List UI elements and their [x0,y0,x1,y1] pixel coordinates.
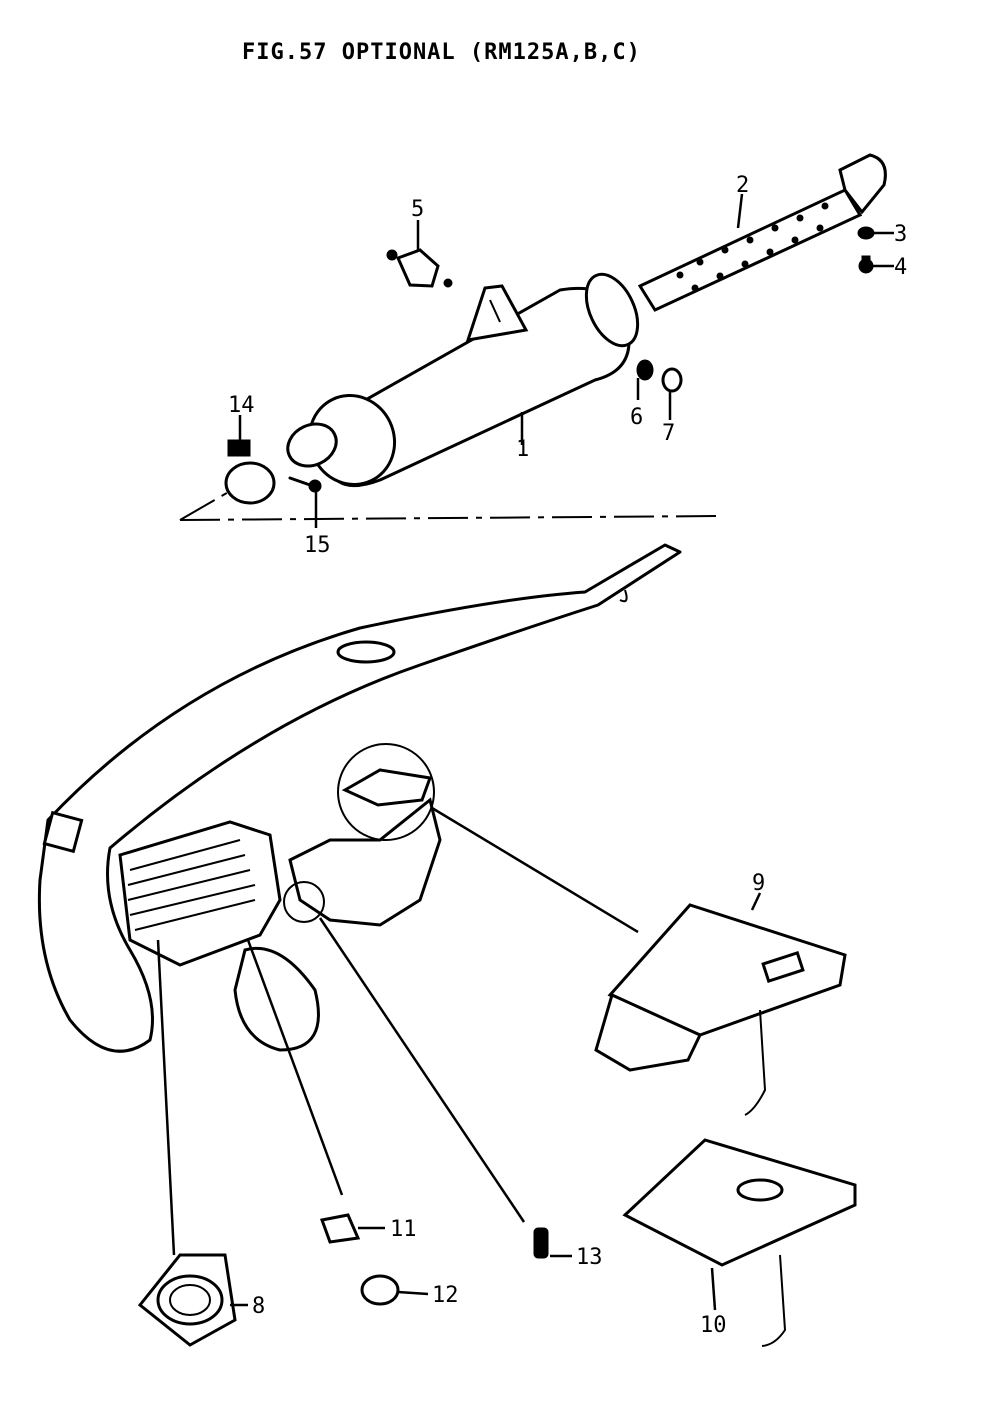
cap-11 [319,1213,361,1244]
damper-5 [386,248,453,288]
plug-12 [360,1274,400,1306]
spark-arrester-pipe [637,153,887,312]
callout-3: 3 [894,222,907,247]
detail-circle-carb [283,881,325,923]
callout-4: 4 [894,255,907,280]
bolt-15 [288,476,322,493]
nut-7 [661,367,683,393]
engine-cylinder [118,797,442,1052]
callout-14: 14 [228,393,255,418]
washer-6 [636,359,654,381]
leader-lines [156,193,894,1311]
callout-8: 8 [252,1294,265,1319]
callout-7: 7 [662,421,675,446]
callout-6: 6 [630,405,643,430]
callout-12: 12 [432,1283,459,1308]
expansion-chamber [37,543,682,1053]
air-filter-cover-9 [594,903,847,1116]
bolt-4 [858,255,874,274]
callout-9: 9 [752,871,765,896]
washer-3 [857,226,875,240]
screw-13 [533,1227,549,1259]
callout-2: 2 [736,173,749,198]
callout-13: 13 [576,1245,603,1270]
callout-15: 15 [304,533,331,558]
figure-title: FIG.57 OPTIONAL (RM125A,B,C) [242,40,641,65]
intake-manifold-8 [137,1253,237,1347]
detail-circle-airbox [337,743,435,841]
assembly-reference-line [179,489,721,521]
callout-1: 1 [516,437,529,462]
callout-10: 10 [700,1313,727,1338]
callout-11: 11 [390,1217,417,1242]
clamp-14 [224,439,276,505]
callout-5: 5 [411,197,424,222]
silencer-body [286,272,640,488]
air-filter-plate-10 [622,1138,857,1347]
